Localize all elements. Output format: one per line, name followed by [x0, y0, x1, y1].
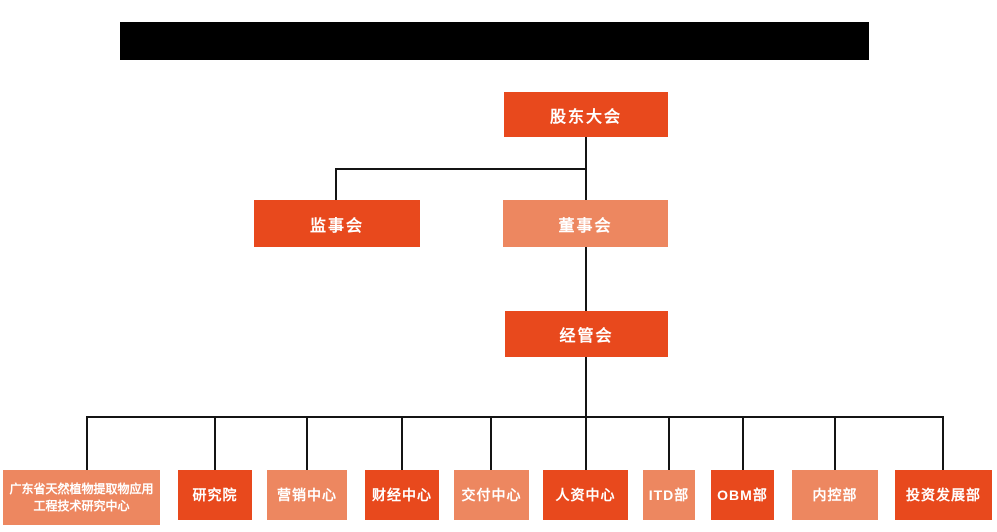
connector-drop-dept-3 — [306, 416, 308, 470]
org-node-delivery-center: 交付中心 — [454, 470, 529, 520]
org-node-research-center: 广东省天然植物提取物应用工程技术研究中心 — [3, 470, 160, 525]
connector-drop-dept-4 — [401, 416, 403, 470]
connector-departments-horizontal — [86, 416, 944, 418]
org-node-marketing-center: 营销中心 — [267, 470, 347, 520]
org-node-obm-department: OBM部 — [711, 470, 774, 520]
org-node-management-committee: 经管会 — [505, 311, 668, 357]
connector-drop-dept-9 — [834, 416, 836, 470]
org-node-shareholders-meeting: 股东大会 — [504, 92, 668, 137]
org-node-hr-center: 人资中心 — [543, 470, 628, 520]
org-node-board-of-directors: 董事会 — [503, 200, 668, 247]
connector-drop-dept-7 — [668, 416, 670, 470]
connector-level2-horizontal — [335, 168, 587, 170]
org-node-supervisory-board: 监事会 — [254, 200, 420, 247]
connector-drop-dept-6 — [585, 416, 587, 470]
connector-drop-dept-2 — [214, 416, 216, 470]
org-node-research-institute: 研究院 — [178, 470, 252, 520]
connector-drop-dept-8 — [742, 416, 744, 470]
connector-root-down — [585, 137, 587, 168]
org-node-finance-center: 财经中心 — [365, 470, 439, 520]
org-node-itd-department: ITD部 — [643, 470, 695, 520]
org-node-investment-development-department: 投资发展部 — [895, 470, 992, 520]
connector-board-to-management — [585, 247, 587, 311]
connector-drop-dept-10 — [942, 416, 944, 470]
connector-to-supervisory-board — [335, 168, 337, 200]
connector-drop-dept-5 — [490, 416, 492, 470]
redacted-title-bar — [120, 22, 869, 60]
connector-drop-dept-1 — [86, 416, 88, 470]
connector-to-board-of-directors — [585, 168, 587, 200]
org-node-internal-control-department: 内控部 — [792, 470, 878, 520]
connector-management-down — [585, 357, 587, 416]
